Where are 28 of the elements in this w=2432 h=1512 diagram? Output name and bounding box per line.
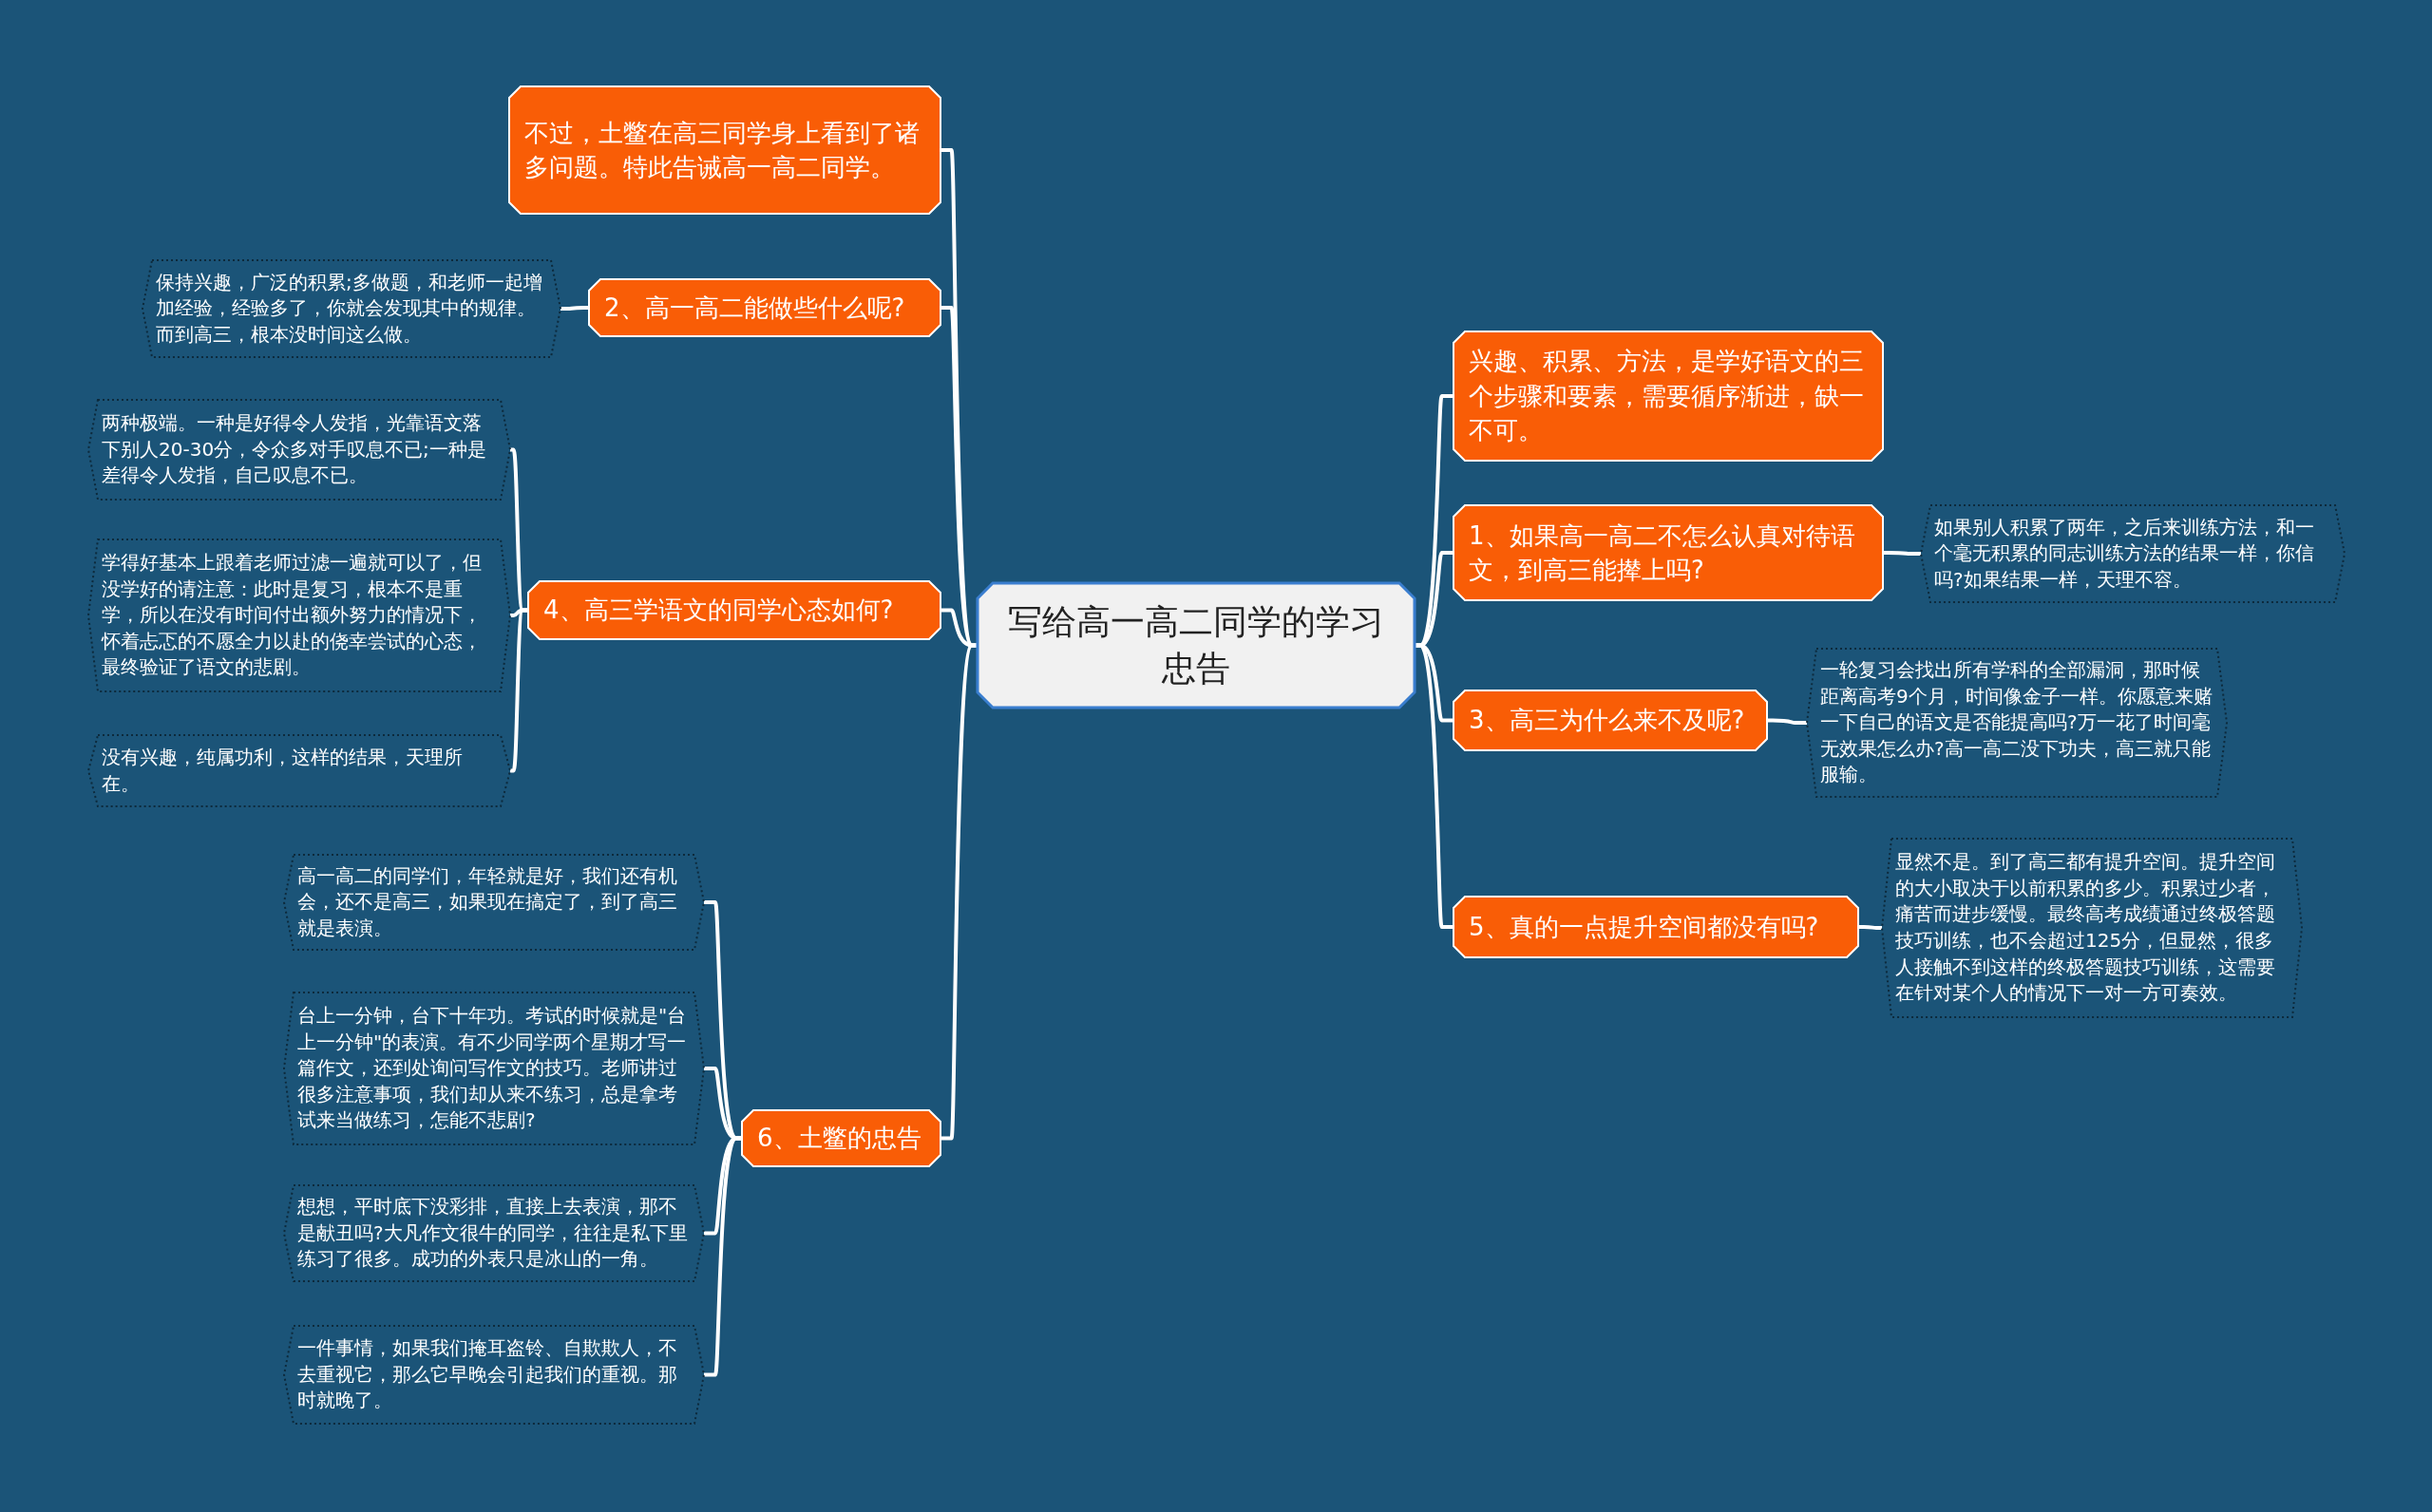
note-box: 学得好基本上跟着老师过滤一遍就可以了，但没学好的请注意：此时是复习，根本不是重学，所以在没有时间付出额外努力的情况下，怀着忐忑的不愿全力以赴的侥幸尝试的心态，最终验证了语文的悲剧。 — [88, 539, 510, 691]
connector-line — [1767, 718, 1807, 725]
connector-line — [1415, 643, 1454, 929]
connector-line — [940, 643, 978, 1141]
note-box: 保持兴趣，广泛的积累;多做题，和老师一起增加经验，经验多了，你就会发现其中的规律。而到高三，根本没时间这么做。 — [142, 260, 560, 357]
topic-box: 2、高一高二能做些什么呢? — [589, 279, 940, 336]
note-box: 两种极端。一种是好得令人发指，光靠语文落下别人20-30分，令众多对手叹息不已;一种是差得令人发指，自己叹息不已。 — [88, 400, 510, 500]
note-box: 高一高二的同学们，年轻就是好，我们还有机会，还不是高三，如果现在搞定了，到了高三就是表演。 — [284, 855, 704, 950]
connector-line — [1858, 925, 1882, 930]
note-box: 没有兴趣，纯属功利，这样的结果，天理所在。 — [88, 735, 510, 806]
topic-box: 4、高三学语文的同学心态如何? — [528, 581, 940, 639]
topic-box: 不过，土鳖在高三同学身上看到了诸多问题。特此告诫高一高二同学。 — [509, 86, 940, 214]
note-box: 一件事情，如果我们掩耳盗铃、自欺欺人，不去重视它，那么它早晚会引起我们的重视。那时就晚了。 — [284, 1326, 704, 1424]
central-topic-box: 写给高一高二同学的学习忠告 — [978, 583, 1415, 708]
note-box: 台上一分钟，台下十年功。考试的时候就是"台上一分钟"的表演。有不少同学两个星期才写一篇作文，还到处询问写作文的技巧。老师讲过很多注意事项，我们却从来不练习，总是拿考试来当做练习，怎能不悲剧? — [284, 992, 704, 1144]
topic-box: 6、土鳖的忠告 — [742, 1110, 940, 1166]
topic-box: 5、真的一点提升空间都没有吗? — [1454, 897, 1858, 957]
connector-line — [510, 608, 528, 773]
topic-box: 3、高三为什么来不及呢? — [1454, 690, 1767, 750]
note-box: 如果别人积累了两年，之后来训练方法，和一个毫无积累的同志训练方法的结果一样，你信吗?如果结果一样，天理不容。 — [1921, 505, 2345, 602]
note-box: 显然不是。到了高三都有提升空间。提升空间的大小取决于以前积累的多少。积累过少者，痛苦而进步缓慢。最终高考成绩通过终极答题技巧训练，也不会超过125分，但显然，很多人接触不到这样的终极答题技巧训练，这需要在针对某个人的情况下一对一方可奏效。 — [1882, 839, 2302, 1017]
connector-line — [1883, 551, 1921, 556]
topic-box: 兴趣、积累、方法，是学好语文的三个步骤和要素，需要循序渐进，缺一不可。 — [1454, 331, 1883, 461]
note-box: 一轮复习会找出所有学科的全部漏洞，那时候距离高考9个月，时间像金子一样。你愿意来赌一下自己的语文是否能提高吗?万一花了时间毫无效果怎么办?高一高二没下功夫，高三就只能服输。 — [1807, 649, 2227, 797]
connector-line — [704, 1136, 742, 1377]
note-box: 想想，平时底下没彩排，直接上去表演，那不是献丑吗?大凡作文很牛的同学，往往是私下里练习了很多。成功的外表只是冰山的一角。 — [284, 1185, 704, 1281]
connector-line — [560, 306, 589, 311]
topic-box: 1、如果高一高二不怎么认真对待语文，到高三能撵上吗? — [1454, 505, 1883, 600]
